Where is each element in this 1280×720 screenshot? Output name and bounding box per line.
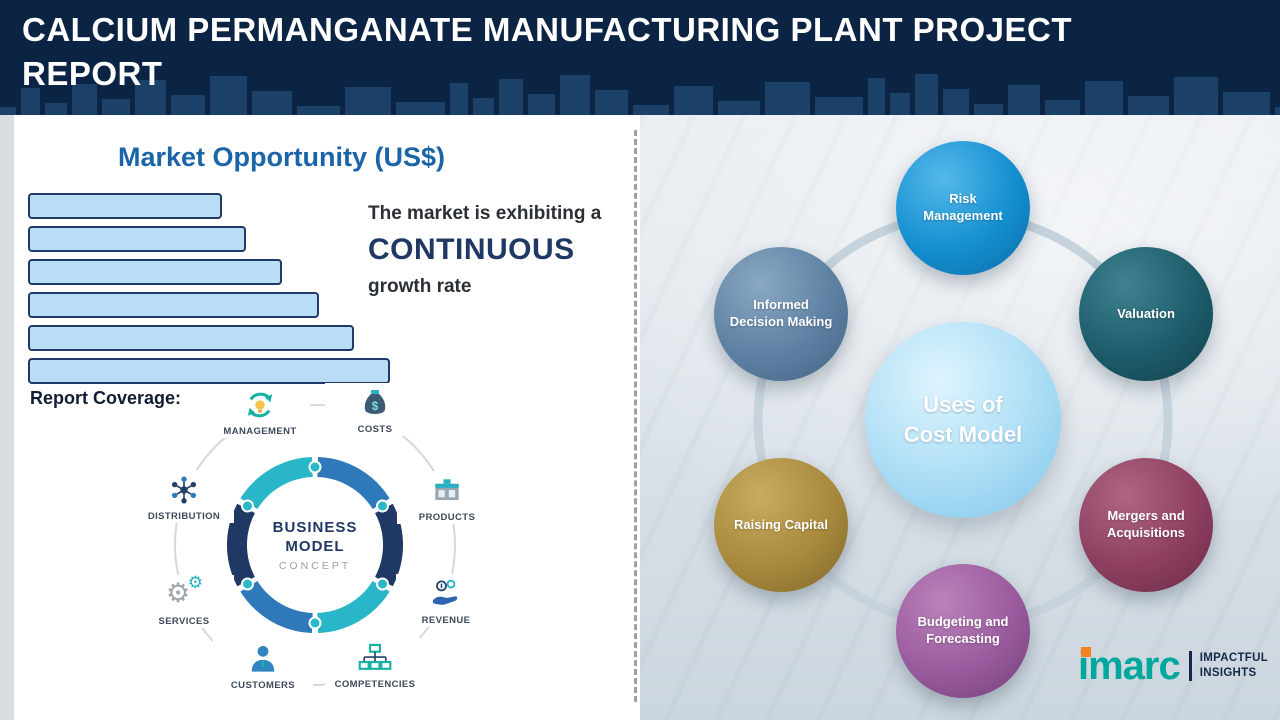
imarc-logo-brand: imarc <box>1078 644 1181 688</box>
coverage-item-label: SERVICES <box>158 616 210 627</box>
dashed-divider <box>634 130 637 702</box>
cost-node-label: Risk Management <box>923 191 1003 223</box>
coverage-item-label: PRODUCTS <box>418 512 476 523</box>
imarc-tagline-line2: INSIGHTS <box>1199 667 1257 679</box>
growth-note-line1: The market is exhibiting a <box>368 203 602 224</box>
growth-note-highlight: CONTINUOUS <box>368 233 575 266</box>
cost-node-risk-management: Risk Management <box>896 141 1030 275</box>
cost-node-label: Budgeting and Forecasting <box>917 614 1009 646</box>
cost-node-valuation: Valuation <box>1079 247 1213 381</box>
city-skyline-graphic <box>0 74 1280 115</box>
cost-node-label: Mergers and Acquisitions <box>1106 508 1185 540</box>
header-banner: CALCIUM PERMANGANATE MANUFACTURING PLANT… <box>0 0 1280 115</box>
cost-node-label: Informed Decision Making <box>729 297 833 329</box>
coverage-item-customers: CUSTOMERS <box>213 639 313 692</box>
gear-icon: ⚙ <box>187 573 203 593</box>
coverage-item-label: COSTS <box>357 424 393 435</box>
business-model-center-line2: MODEL <box>285 537 345 555</box>
management-icon <box>241 386 279 424</box>
business-model-ring-graphic <box>174 404 456 686</box>
svg-text:$: $ <box>372 400 379 413</box>
business-model-diagram: BUSINESS MODEL CONCEPT MANAGEMENT <box>120 383 520 714</box>
coverage-item-label: COMPETENCIES <box>334 679 416 690</box>
business-model-center-label: BUSINESS MODEL CONCEPT <box>253 519 377 572</box>
business-model-center-line3: CONCEPT <box>278 559 352 572</box>
cost-node-mergers-acquisitions: Mergers and Acquisitions <box>1079 458 1213 592</box>
person-icon <box>244 640 282 678</box>
coverage-item-services: ⚙ ⚙ SERVICES <box>134 575 234 628</box>
cost-model-panel: Uses of Cost Model Risk Management Valua… <box>640 115 1280 720</box>
cost-node-raising-capital: Raising Capital <box>714 458 848 592</box>
market-bar <box>28 358 390 384</box>
imarc-logo-text: imarc <box>1078 644 1181 688</box>
cost-node-budgeting-forecasting: Budgeting and Forecasting <box>896 564 1030 698</box>
coverage-item-label: DISTRIBUTION <box>147 511 221 522</box>
coverage-item-management: MANAGEMENT <box>210 385 310 438</box>
market-bar-chart <box>28 193 390 391</box>
coverage-item-costs: $ COSTS <box>325 383 425 436</box>
growth-note: The market is exhibiting a CONTINUOUS gr… <box>368 203 630 298</box>
products-icon <box>428 472 466 510</box>
market-bar <box>28 226 246 252</box>
coverage-item-distribution: DISTRIBUTION <box>134 470 234 523</box>
imarc-tagline-line1: IMPACTFUL <box>1199 652 1269 665</box>
market-opportunity-panel: Market Opportunity (US$) The market is e… <box>14 115 640 720</box>
coverage-item-products: PRODUCTS <box>397 471 497 524</box>
org-chart-icon <box>356 639 394 677</box>
market-bar <box>28 193 222 219</box>
imarc-logo: imarc IMPACTFUL INSIGHTS <box>1078 646 1268 686</box>
page-title-line2: REPORT <box>22 54 163 92</box>
page-title-line1: CALCIUM PERMANGANATE MANUFACTURING PLANT… <box>22 11 1073 48</box>
market-bar <box>28 259 282 285</box>
cost-model-center-line2: Cost Model <box>903 422 1023 447</box>
left-edge-strip <box>0 115 14 720</box>
distribution-icon <box>165 471 203 509</box>
cost-node-label: Valuation <box>1117 305 1175 321</box>
imarc-logo-dot <box>1081 647 1091 657</box>
market-bar <box>28 292 319 318</box>
growth-note-line2: growth rate <box>368 276 472 297</box>
report-coverage-label: Report Coverage: <box>30 388 182 408</box>
coverage-item-label: CUSTOMERS <box>230 680 296 691</box>
coverage-item-revenue: REVENUE <box>396 574 496 627</box>
business-model-center-line1: BUSINESS <box>272 518 358 536</box>
market-opportunity-title: Market Opportunity (US$) <box>118 142 446 172</box>
gears-icon: ⚙ ⚙ <box>165 573 203 614</box>
cost-model-center-line1: Uses of <box>923 392 1003 418</box>
gear-icon: ⚙ <box>166 578 191 609</box>
page-title: CALCIUM PERMANGANATE MANUFACTURING PLANT… <box>22 8 1072 95</box>
coverage-item-label: REVENUE <box>421 615 471 626</box>
cost-node-informed-decision-making: Informed Decision Making <box>714 247 848 381</box>
coverage-item-label: MANAGEMENT <box>223 426 297 437</box>
imarc-logo-tagline: IMPACTFUL INSIGHTS <box>1188 651 1269 681</box>
costs-icon: $ <box>356 384 394 422</box>
coverage-item-competencies: COMPETENCIES <box>325 638 425 691</box>
cost-model-center-circle: Uses of Cost Model <box>865 322 1061 518</box>
cost-node-label: Raising Capital <box>734 516 828 532</box>
market-bar <box>28 325 354 351</box>
revenue-icon <box>427 575 465 613</box>
